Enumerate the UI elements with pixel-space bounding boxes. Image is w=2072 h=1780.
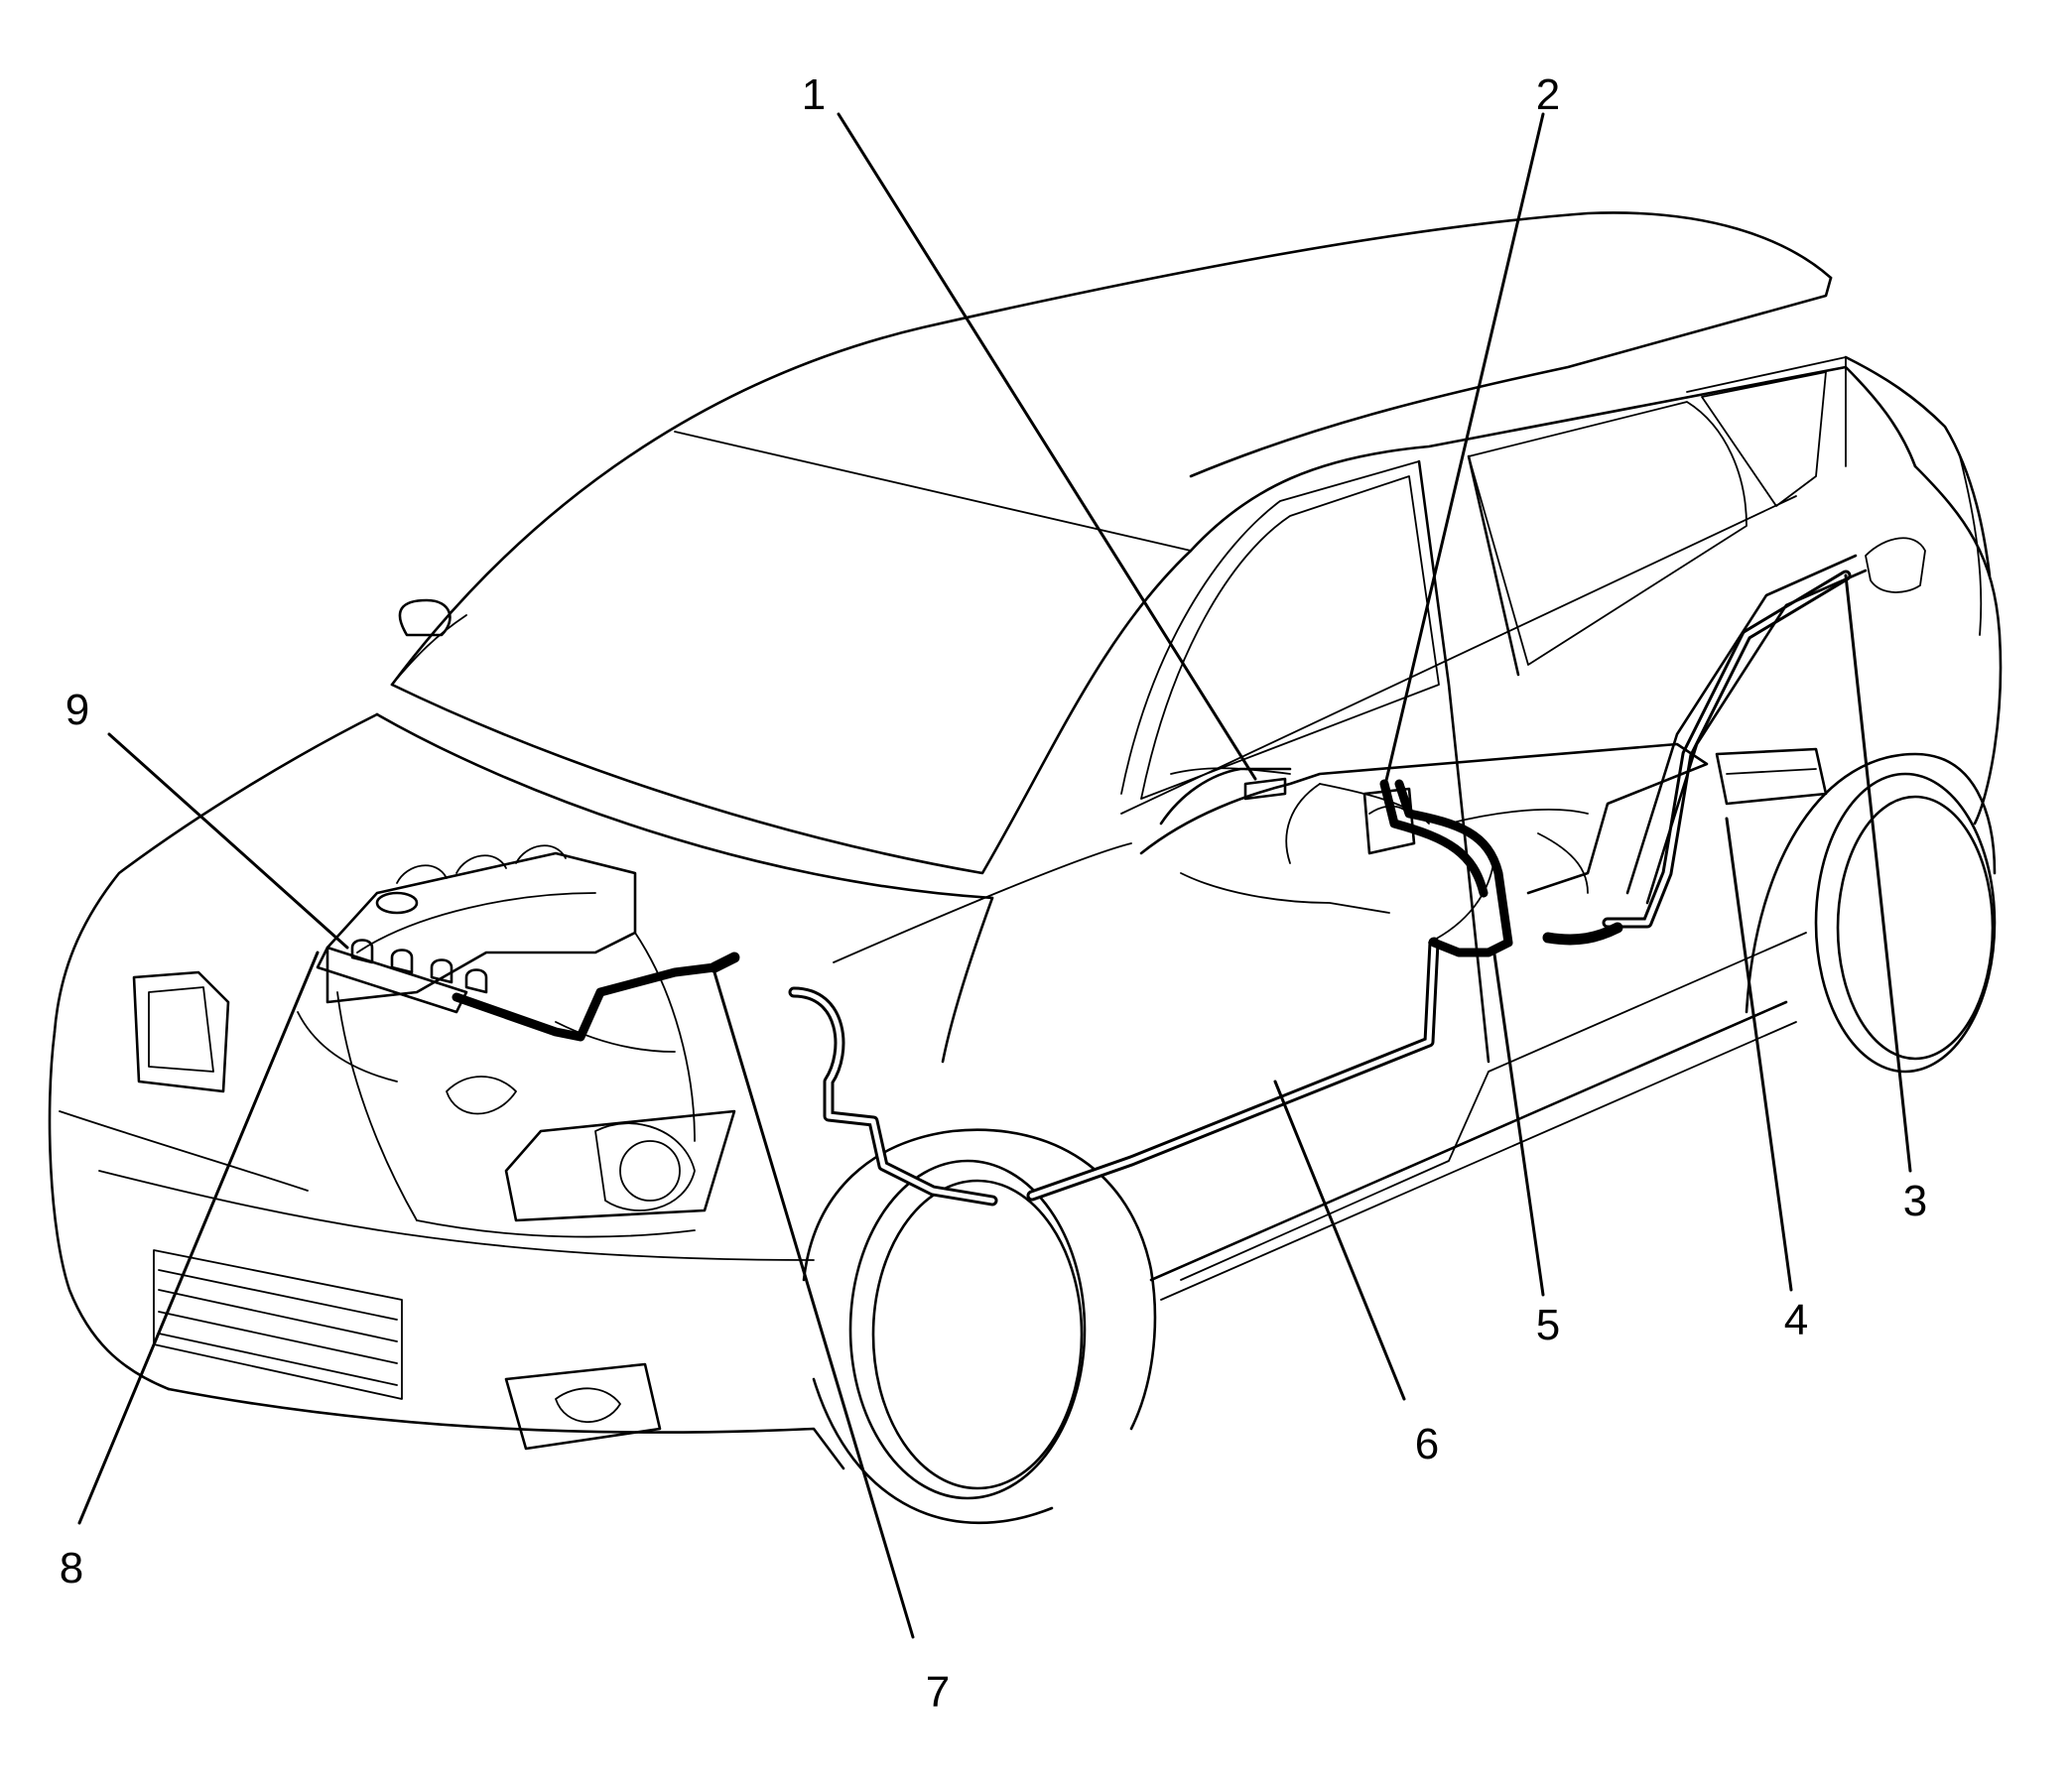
leader-3 xyxy=(1844,573,1912,1173)
callout-2: 2 xyxy=(1536,70,1560,119)
leader-8 xyxy=(77,951,320,1525)
fuel-tank-assembly xyxy=(1139,742,1828,944)
vehicle-body xyxy=(48,211,2003,1525)
leader-5 xyxy=(1491,946,1545,1297)
fuel-lines xyxy=(452,554,1868,1207)
leader-2 xyxy=(1382,112,1545,791)
callout-leaders xyxy=(77,112,1912,1639)
callout-4: 4 xyxy=(1784,1296,1808,1344)
engine-assembly xyxy=(297,844,696,1238)
leader-1 xyxy=(837,112,1257,781)
callout-9: 9 xyxy=(65,686,89,734)
callout-6: 6 xyxy=(1415,1420,1439,1468)
callout-1: 1 xyxy=(802,70,826,119)
callout-3: 3 xyxy=(1903,1177,1927,1225)
leader-6 xyxy=(1273,1080,1406,1401)
callout-7: 7 xyxy=(926,1668,950,1716)
callout-labels: 1 2 3 4 5 6 7 8 9 xyxy=(60,70,1927,1716)
callout-5: 5 xyxy=(1536,1301,1560,1349)
callout-8: 8 xyxy=(60,1544,83,1592)
leader-4 xyxy=(1725,817,1793,1292)
leader-9 xyxy=(107,732,349,950)
leader-7 xyxy=(712,970,915,1639)
